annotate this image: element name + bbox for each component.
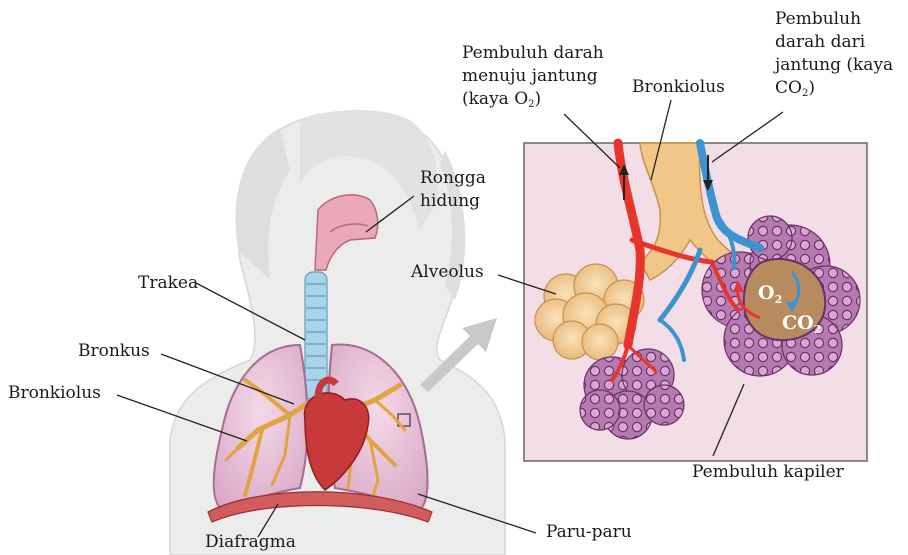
label-vessel-to-heart: Pembuluh darah menuju jantung (kaya O2) <box>462 42 604 116</box>
label-lungs: Paru-paru <box>546 521 632 544</box>
label-diaphragm: Diafragma <box>205 531 296 554</box>
gas-o2: O2 <box>758 282 782 306</box>
label-bronchiole-inset: Bronkiolus <box>632 76 725 99</box>
label-trachea: Trakea <box>138 272 198 295</box>
label-capillary: Pembuluh kapiler <box>692 461 844 484</box>
label-alveolus: Alveolus <box>411 261 484 284</box>
label-nasal-cavity: Rongga hidung <box>420 167 486 213</box>
label-vessel-from-heart: Pembuluh darah dari jantung (kaya CO2) <box>775 8 893 105</box>
label-bronchus: Bronkus <box>78 340 150 363</box>
gas-co2: CO2 <box>782 312 821 336</box>
label-bronchiole-body: Bronkiolus <box>8 382 101 405</box>
